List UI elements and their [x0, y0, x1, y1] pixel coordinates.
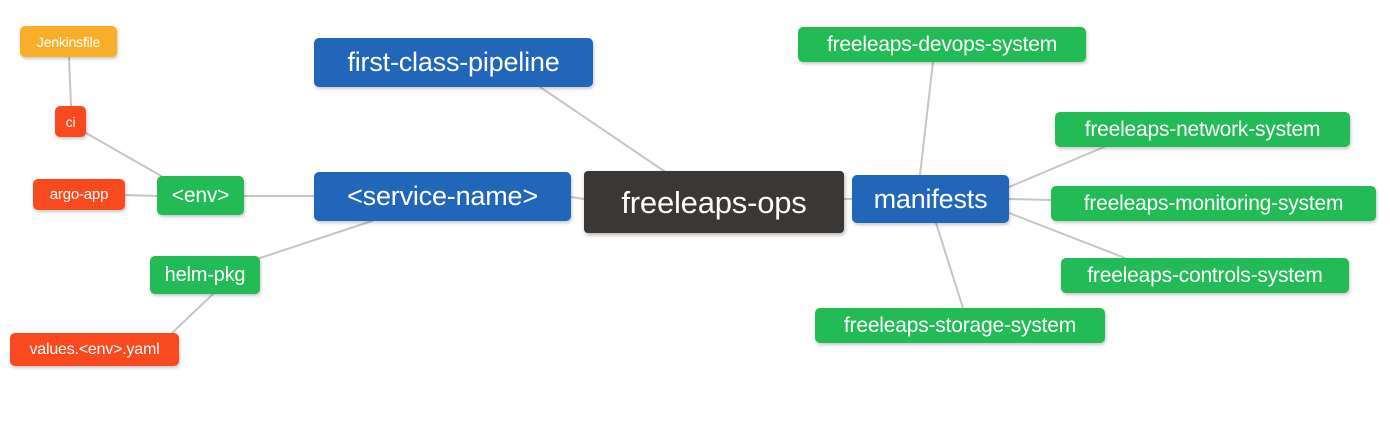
- node-freeleaps-network-system[interactable]: freeleaps-network-system: [1055, 112, 1350, 147]
- edge-manifests-network: [1008, 146, 1105, 188]
- node-service-name[interactable]: <service-name>: [314, 172, 571, 221]
- node-freeleaps-monitoring-system[interactable]: freeleaps-monitoring-system: [1051, 186, 1376, 221]
- node-label: freeleaps-devops-system: [827, 33, 1057, 56]
- edge-valuesyaml-helmpkg: [171, 293, 214, 334]
- edge-helmpkg-servicename: [259, 220, 373, 259]
- node-label: freeleaps-storage-system: [843, 314, 1077, 337]
- edge-manifests-storage: [935, 222, 964, 309]
- node-manifests[interactable]: manifests: [852, 175, 1009, 223]
- edge-jenkinsfile-ci: [68, 56, 72, 107]
- node-label: argo-app: [49, 186, 109, 203]
- node-label: <service-name>: [347, 181, 538, 211]
- node-jenkinsfile[interactable]: Jenkinsfile: [20, 26, 117, 57]
- node-freeleaps-controls-system[interactable]: freeleaps-controls-system: [1061, 258, 1349, 293]
- node-env[interactable]: <env>: [157, 176, 244, 215]
- node-label: freeleaps-controls-system: [1087, 264, 1323, 287]
- edge-manifests-devops: [919, 61, 934, 176]
- node-freeleaps-ops[interactable]: freeleaps-ops: [584, 171, 844, 233]
- node-label: <env>: [171, 184, 230, 207]
- node-label: ci: [65, 113, 76, 130]
- node-first-class-pipeline[interactable]: first-class-pipeline: [314, 38, 593, 87]
- node-ci[interactable]: ci: [55, 106, 86, 137]
- node-freeleaps-storage-system[interactable]: freeleaps-storage-system: [815, 308, 1105, 343]
- node-label: manifests: [873, 183, 988, 214]
- edge-argoapp-env: [124, 194, 158, 197]
- node-label: freeleaps-ops: [621, 184, 807, 220]
- node-label: values.<env>.yaml: [29, 340, 160, 358]
- node-label: first-class-pipeline: [347, 47, 560, 77]
- node-helm-pkg[interactable]: helm-pkg: [150, 256, 260, 294]
- node-label: helm-pkg: [164, 264, 246, 286]
- node-label: freeleaps-monitoring-system: [1083, 192, 1344, 215]
- node-values-yaml[interactable]: values.<env>.yaml: [10, 333, 179, 366]
- edge-ci-env: [85, 132, 164, 178]
- node-label: Jenkinsfile: [36, 33, 101, 50]
- node-label: freeleaps-network-system: [1084, 118, 1321, 141]
- edge-servicename-root: [570, 196, 585, 200]
- edge-pipeline-root: [539, 86, 665, 172]
- node-argo-app[interactable]: argo-app: [33, 179, 125, 210]
- node-freeleaps-devops-system[interactable]: freeleaps-devops-system: [798, 27, 1086, 62]
- edge-manifests-monitoring: [1008, 198, 1052, 201]
